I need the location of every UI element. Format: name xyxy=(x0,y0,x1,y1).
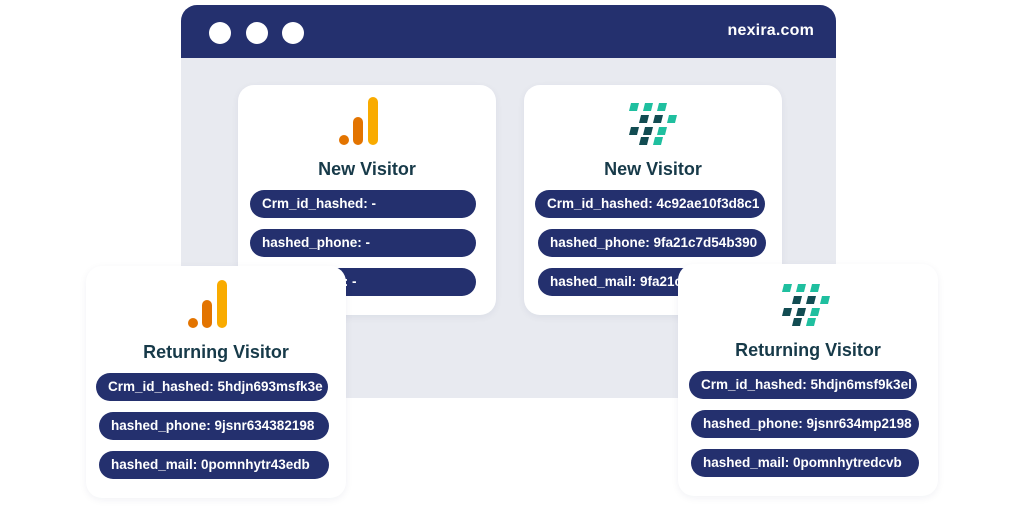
hashed-phone-field: hashed_phone: 9jsnr634382198 xyxy=(99,412,329,440)
ga-returning-visitor-card: Returning Visitor Crm_id_hashed: 5hdjn69… xyxy=(86,266,346,498)
hashed-phone-field: hashed_phone: - xyxy=(250,229,476,257)
nexira-logo-icon xyxy=(629,103,677,145)
card-title: Returning Visitor xyxy=(735,340,881,360)
url-label: nexira.com xyxy=(727,22,814,39)
google-analytics-icon xyxy=(339,97,378,145)
card-title: New Visitor xyxy=(318,159,416,179)
window-control-dot[interactable] xyxy=(282,22,304,44)
card-title: Returning Visitor xyxy=(143,342,289,362)
crm-id-field: Crm_id_hashed: 5hdjn693msfk3e xyxy=(96,373,328,401)
crm-id-field: Crm_id_hashed: - xyxy=(250,190,476,218)
google-analytics-icon xyxy=(188,280,227,328)
crm-id-field: Crm_id_hashed: 5hdjn6msf9k3el xyxy=(689,371,917,399)
nexira-logo-icon xyxy=(782,284,830,326)
crm-id-field: Crm_id_hashed: 4c92ae10f3d8c1 xyxy=(535,190,765,218)
window-control-dot[interactable] xyxy=(246,22,268,44)
hashed-phone-field: hashed_phone: 9jsnr634mp2198 xyxy=(691,410,919,438)
browser-title-bar: nexira.com xyxy=(181,5,836,58)
hashed-phone-field: hashed_phone: 9fa21c7d54b390 xyxy=(538,229,766,257)
window-control-dot[interactable] xyxy=(209,22,231,44)
nexira-returning-visitor-card: Returning Visitor Crm_id_hashed: 5hdjn6m… xyxy=(678,264,938,496)
hashed-mail-field: hashed_mail: 0pomnhytr43edb xyxy=(99,451,329,479)
card-title: New Visitor xyxy=(604,159,702,179)
hashed-mail-field: hashed_mail: 0pomnhytredcvb xyxy=(691,449,919,477)
